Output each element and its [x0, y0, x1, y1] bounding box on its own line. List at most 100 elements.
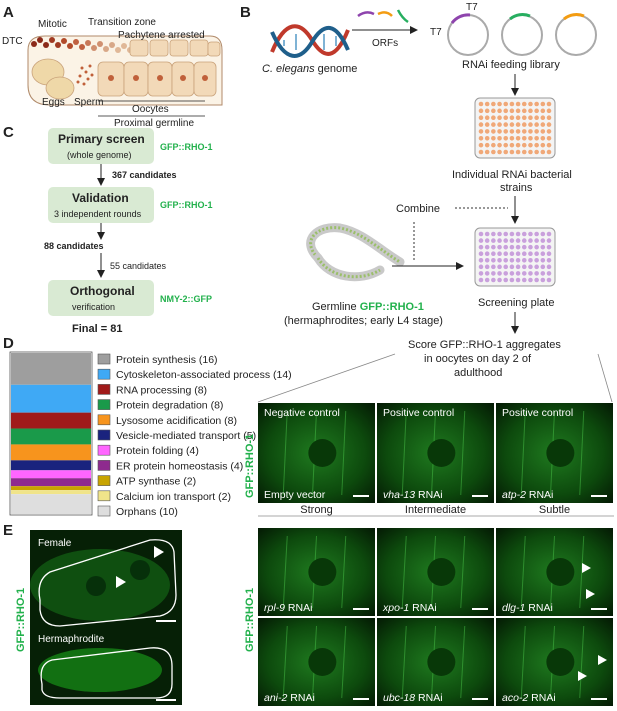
- plate-well: [540, 142, 546, 148]
- legend-label: Protein synthesis (16): [116, 354, 218, 366]
- plate-well: [497, 251, 502, 257]
- plate-well: [528, 244, 533, 250]
- legend-swatch: [97, 429, 111, 441]
- plate-well: [497, 122, 502, 127]
- plate-well: [528, 149, 533, 155]
- plate-well: [491, 108, 496, 114]
- plate-well: [534, 271, 539, 276]
- orthogonal-box: [48, 280, 154, 316]
- plate-well: [540, 135, 546, 141]
- legend-swatch: [97, 353, 111, 365]
- hermaphrodite-outline: [40, 647, 173, 699]
- plate-well: [540, 108, 546, 114]
- plate-well: [515, 135, 521, 141]
- plate-well: [540, 277, 546, 283]
- plate-well: [528, 271, 533, 276]
- plate-well: [503, 135, 509, 141]
- plate-well: [534, 142, 539, 148]
- plate-well: [546, 149, 552, 155]
- plate-well: [528, 108, 533, 114]
- plate-well: [546, 129, 552, 134]
- category-segment: [11, 444, 91, 461]
- label-transition-zone: Transition zone: [88, 17, 156, 28]
- plate-well: [503, 231, 509, 237]
- plate-well: [534, 244, 539, 250]
- plate-well: [497, 149, 502, 155]
- candidates-88: 88 candidates: [44, 241, 104, 251]
- plate-well: [515, 101, 521, 107]
- membrane-line: [282, 535, 288, 609]
- plate-well: [540, 231, 546, 237]
- plate-well: [515, 271, 521, 276]
- category-segment: [11, 428, 91, 445]
- plate-well: [515, 115, 521, 121]
- plate-well: [497, 277, 502, 283]
- category-segment: [11, 353, 91, 385]
- legend-label: Calcium ion transport (2): [116, 491, 231, 503]
- membrane-line: [401, 625, 407, 699]
- category-stacked-bar: [11, 353, 91, 514]
- plate-well: [515, 277, 521, 283]
- plate-well: [546, 257, 552, 263]
- column-header: Strong: [300, 504, 332, 516]
- oocyte-cells: [97, 61, 217, 97]
- panel-b: B C. elegans genome ORFs T7 T: [240, 2, 613, 403]
- plate-well: [509, 277, 515, 283]
- plate-well: [534, 277, 539, 283]
- plate-well: [497, 244, 502, 250]
- plate-well: [540, 115, 546, 121]
- plate-well: [497, 101, 502, 107]
- plate-well: [491, 271, 496, 276]
- plate-well: [509, 271, 515, 276]
- arrowhead-marker: [582, 563, 591, 573]
- plate-well: [515, 142, 521, 148]
- primary-screen-box: [48, 128, 154, 164]
- label-dtc: DTC: [2, 36, 23, 47]
- category-segment: [11, 460, 91, 471]
- membrane-line: [341, 625, 347, 699]
- female-arrowhead-1: [154, 546, 164, 558]
- plate-well: [497, 108, 502, 114]
- oocyte-nucleus: [546, 439, 575, 467]
- plate-well: [515, 238, 521, 243]
- grid-ylabel-top: GFP::RHO-1: [244, 434, 256, 498]
- dna-helix-icon: [270, 24, 350, 58]
- legend-swatch: [97, 399, 111, 410]
- plate-well: [546, 101, 552, 107]
- germline-stage: (hermaphrodites; early L4 stage): [284, 315, 443, 327]
- plate-well: [521, 271, 527, 276]
- plate-well: [497, 271, 502, 276]
- oocyte-nucleus: [308, 558, 337, 586]
- orfs-label: ORFs: [372, 38, 398, 49]
- panel-c-letter: C: [3, 124, 14, 141]
- micrograph-caption: rpl-9 RNAi: [264, 602, 312, 614]
- plate-well: [509, 231, 515, 237]
- plate-well: [491, 135, 496, 141]
- oocyte-nucleus: [427, 648, 456, 676]
- membrane-line: [579, 535, 585, 609]
- plate-well: [484, 238, 490, 243]
- plate-well: [546, 238, 552, 243]
- plate-well: [528, 101, 533, 107]
- plate-well: [540, 129, 546, 134]
- plate-well: [509, 251, 515, 257]
- plate-well: [509, 108, 515, 114]
- plate-well: [521, 231, 527, 237]
- legend-label: Lysosome acidification (8): [116, 415, 237, 427]
- orf-fragments-icon: [357, 9, 409, 24]
- panel-e: E GFP::RHO-1 Female Hermaphrodite: [3, 522, 182, 705]
- score-line3: adulthood: [454, 367, 502, 379]
- t7-label-top: T7: [466, 2, 478, 13]
- micrograph-title: Positive control: [383, 407, 454, 419]
- legend-swatch: [97, 475, 111, 486]
- legend-swatch: [97, 505, 111, 517]
- plate-well: [540, 101, 546, 107]
- oocyte-nucleus: [308, 648, 337, 676]
- plate-well: [515, 129, 521, 134]
- candidates-55: 55 candidates: [110, 261, 167, 271]
- orthogonal-title: Orthogonal: [70, 284, 135, 298]
- legend-swatch: [97, 490, 111, 502]
- plate-well: [509, 244, 515, 250]
- plate-well: [503, 264, 509, 270]
- plate-well: [484, 142, 490, 148]
